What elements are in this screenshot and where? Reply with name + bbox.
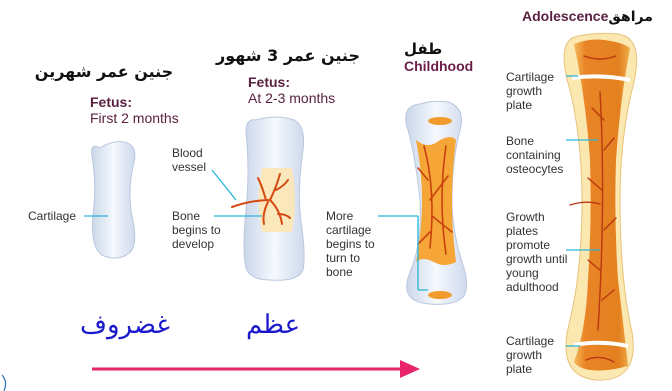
stage-1-subtitle: First 2 months (90, 110, 179, 126)
bone-develop-label: Bone begins to develop (172, 209, 221, 251)
stage-1-title: Fetus: (90, 94, 132, 110)
bottom-plate-line-3: plate (506, 362, 554, 376)
more-cartilage-line-4: turn to (326, 251, 375, 265)
bottom-plate-line-2: growth (506, 348, 554, 362)
more-cartilage-line-5: bone (326, 265, 375, 279)
stage-2-title: Fetus: (248, 74, 290, 90)
blood-vessel-label: Blood vessel (172, 146, 206, 174)
growth-plates-line-3: promote (506, 238, 567, 252)
fetus-2-months-cartilage (92, 142, 135, 258)
more-cartilage-line-2: cartilage (326, 223, 375, 237)
more-cartilage-label: More cartilage begins to turn to bone (326, 209, 375, 279)
osteocytes-line-3: osteocytes (506, 162, 563, 176)
more-cartilage-line-1: More (326, 209, 375, 223)
bottom-cartilage-plate-label: Cartilage growth plate (506, 334, 554, 376)
top-plate-line-3: plate (506, 98, 554, 112)
stage-2-subtitle: At 2-3 months (248, 90, 335, 106)
growth-plates-line-5: young (506, 266, 567, 280)
corner-mark (2, 375, 6, 391)
blood-vessel-label-line-2: vessel (172, 160, 206, 174)
osteocytes-line-1: Bone (506, 134, 563, 148)
stage-2-arabic-title: جنين عمر 3 شهور (208, 46, 368, 65)
more-cartilage-line-3: begins to (326, 237, 375, 251)
growth-plates-line-1: Growth (506, 210, 567, 224)
handwritten-bone: عظم (246, 310, 300, 340)
bone-develop-line-3: develop (172, 237, 221, 251)
stage-3-arabic-title: طفل (404, 40, 442, 58)
stage-4-title: Adolescence (522, 8, 608, 24)
blood-vessel-leader-line (212, 170, 236, 200)
bone-develop-line-2: begins to (172, 223, 221, 237)
growth-plates-label: Growth plates promote growth until young… (506, 210, 567, 294)
top-plate-line-1: Cartilage (506, 70, 554, 84)
stage-4-header: Adolescenceمراهق (522, 8, 653, 25)
top-plate-line-2: growth (506, 84, 554, 98)
top-cartilage-plate-label: Cartilage growth plate (506, 70, 554, 112)
blood-vessel-label-line-1: Blood (172, 146, 206, 160)
bone-develop-line-1: Bone (172, 209, 221, 223)
osteocytes-line-2: containing (506, 148, 563, 162)
growth-plates-line-2: plates (506, 224, 567, 238)
childhood-top-ossification (428, 117, 452, 125)
osteocytes-label: Bone containing osteocytes (506, 134, 563, 176)
bottom-plate-line-1: Cartilage (506, 334, 554, 348)
childhood-bottom-ossification (428, 291, 452, 299)
stage-1-arabic-title: جنين عمر شهرين (24, 62, 184, 81)
cartilage-label: Cartilage (28, 209, 76, 223)
stage-4-arabic-title: مراهق (608, 9, 653, 25)
stage-3-title: Childhood (404, 58, 473, 74)
handwritten-cartilage: غضروف (80, 310, 170, 340)
childhood-bone-shaft (416, 137, 456, 265)
progress-arrow-head (400, 360, 420, 378)
growth-plates-line-6: adulthood (506, 280, 567, 294)
growth-plates-line-4: growth until (506, 252, 567, 266)
